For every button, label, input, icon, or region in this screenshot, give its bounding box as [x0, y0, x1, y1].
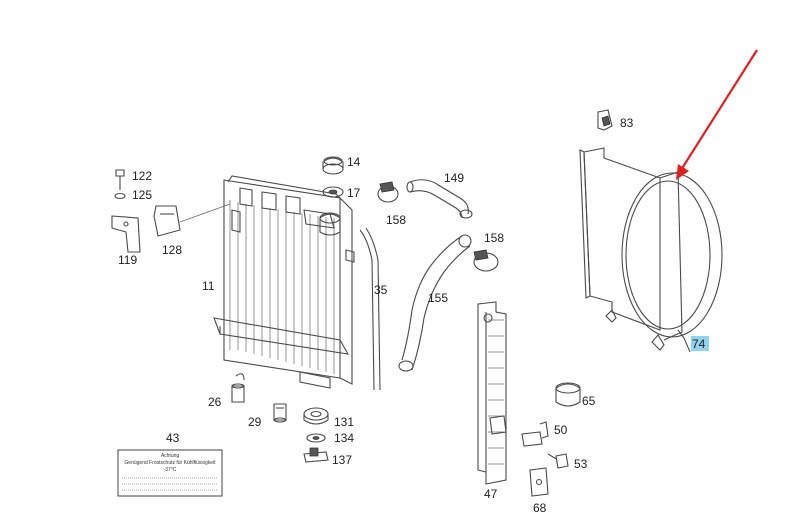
- bolt-122[interactable]: 122: [115, 169, 152, 190]
- label-131: 131: [334, 415, 354, 429]
- label-29: 29: [248, 415, 262, 429]
- sticker-barcode: [122, 477, 218, 491]
- label-122: 122: [132, 169, 152, 183]
- washer-125[interactable]: 125: [114, 188, 152, 202]
- label-128: 128: [162, 243, 182, 257]
- warning-label-43[interactable]: 43 Achtung Genügend Frostschutz für Kühl…: [117, 431, 223, 497]
- washer-134[interactable]: 134: [306, 431, 354, 445]
- label-83: 83: [620, 116, 634, 130]
- label-47: 47: [484, 487, 498, 501]
- label-50: 50: [554, 423, 568, 437]
- label-158-lower: 158: [484, 231, 504, 245]
- label-14: 14: [347, 155, 361, 169]
- rubber-mount-128[interactable]: 128: [153, 203, 231, 257]
- bracket-68[interactable]: 68: [529, 467, 549, 515]
- clip-83[interactable]: 83: [597, 109, 634, 131]
- radiator-11[interactable]: 11: [202, 175, 355, 389]
- bracket-50[interactable]: 50: [521, 421, 568, 447]
- oil-cooler-47[interactable]: 47: [477, 301, 507, 501]
- nut-131[interactable]: 131: [303, 407, 354, 429]
- sticker-line-1: Achtung: [161, 453, 180, 459]
- label-17: 17: [347, 186, 361, 200]
- upper-hose-149[interactable]: 149: [406, 171, 473, 219]
- hose-clamp-158-lower[interactable]: 158: [473, 231, 504, 272]
- label-11: 11: [202, 279, 215, 293]
- label-65: 65: [582, 394, 596, 408]
- label-134: 134: [334, 431, 354, 445]
- sticker-line-3: -37°C: [164, 467, 177, 473]
- label-68: 68: [533, 501, 547, 515]
- label-125: 125: [132, 188, 152, 202]
- clamp-65[interactable]: 65: [555, 382, 596, 408]
- seal-17[interactable]: 17: [322, 186, 361, 200]
- label-26: 26: [208, 395, 222, 409]
- bolt-53[interactable]: 53: [547, 453, 588, 471]
- label-137: 137: [332, 453, 352, 467]
- label-35: 35: [374, 283, 388, 297]
- radiator-cap-14[interactable]: 14: [322, 155, 361, 175]
- hose-clamp-158-upper[interactable]: 158: [377, 181, 406, 227]
- label-43: 43: [166, 431, 180, 445]
- label-158-upper: 158: [386, 213, 406, 227]
- sticker-line-2: Genügend Frostschutz für Kühlflüssigkeit: [124, 460, 216, 466]
- lower-hose-155[interactable]: 155: [398, 234, 472, 372]
- label-53: 53: [574, 457, 588, 471]
- bracket-119[interactable]: 119: [111, 215, 141, 267]
- filler-neck: [319, 212, 341, 236]
- plug-29[interactable]: 29: [248, 403, 287, 429]
- label-149: 149: [444, 171, 464, 185]
- overflow-tube-35[interactable]: 35: [359, 227, 388, 391]
- label-119: 119: [118, 253, 137, 267]
- part-74-highlight: [691, 336, 709, 351]
- red-arrow: [676, 49, 758, 180]
- label-74: 74: [692, 337, 706, 351]
- fan-shroud-74[interactable]: 74: [579, 147, 723, 353]
- drain-plug-26[interactable]: 26: [208, 373, 245, 409]
- label-155: 155: [428, 291, 448, 305]
- clip-137[interactable]: 137: [303, 447, 352, 467]
